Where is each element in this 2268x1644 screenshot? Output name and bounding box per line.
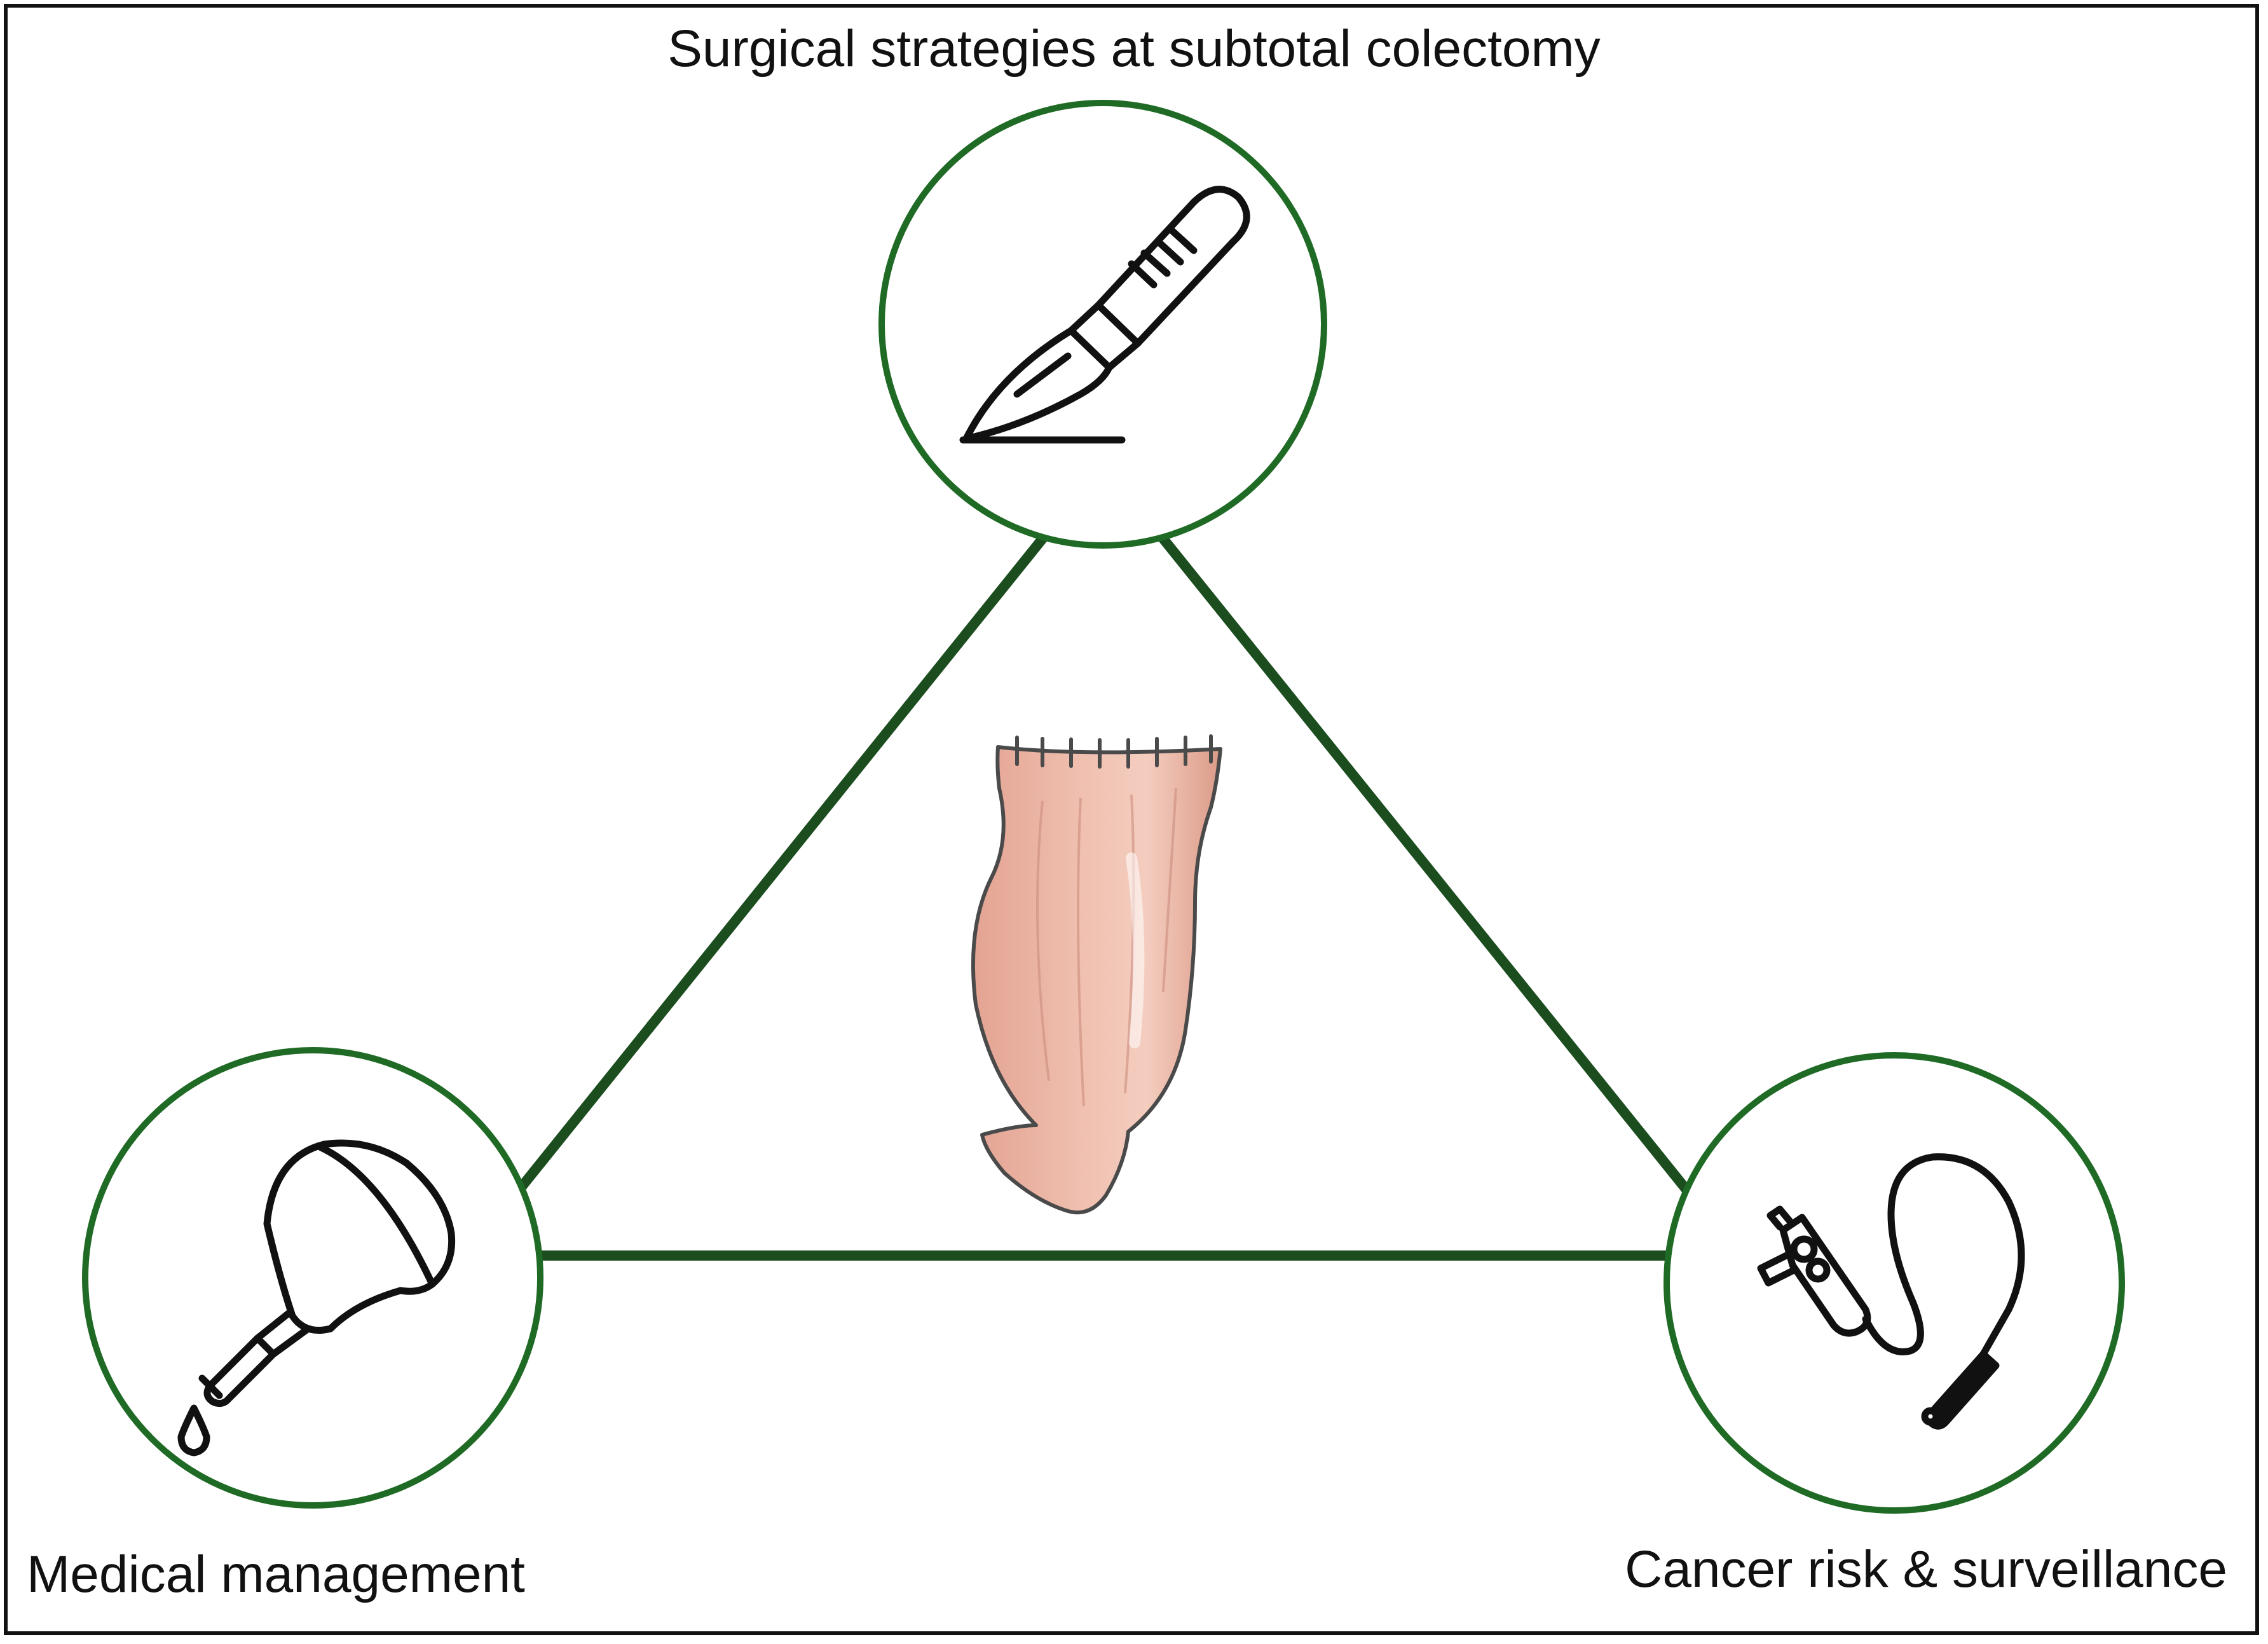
- enema-bulb-icon: [177, 1139, 456, 1456]
- edge-top-right: [1157, 532, 1691, 1194]
- node-circle-top: [878, 100, 1327, 549]
- endoscope-icon: [1757, 1153, 2025, 1430]
- label-cancer-surveillance: Cancer risk & surveillance: [1625, 1540, 2227, 1598]
- scalpel-icon: [959, 186, 1250, 444]
- node-surgical-strategies: [878, 100, 1327, 549]
- connection-edges: [515, 532, 1691, 1261]
- node-circle-right: [1663, 1052, 2125, 1514]
- node-circle-left: [82, 1047, 543, 1509]
- label-surgical-strategies: Surgical strategies at subtotal colectom…: [667, 20, 1601, 78]
- rectal-stump-icon: [971, 734, 1222, 1215]
- label-medical-management: Medical management: [27, 1545, 525, 1603]
- edge-top-left: [515, 532, 1049, 1194]
- node-cancer-surveillance: [1663, 1052, 2125, 1514]
- node-medical-management: [82, 1047, 543, 1509]
- staple-line: [1015, 734, 1213, 769]
